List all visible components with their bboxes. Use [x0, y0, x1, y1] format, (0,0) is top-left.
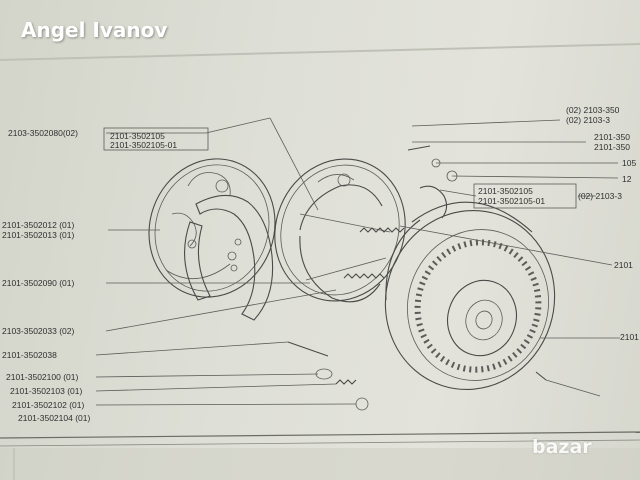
label: 2101-3502090 (01) — [2, 278, 74, 288]
label: 2101-3502105 — [478, 186, 533, 196]
left-backing-plate — [148, 158, 276, 298]
watermark-text: Angel Ivanov — [21, 18, 168, 42]
label: 2101-3502012 (01) — [2, 220, 74, 230]
label: (02) 2103-3 — [566, 115, 610, 125]
page-edge — [0, 43, 640, 61]
front-backing-plate — [274, 158, 406, 303]
label: 2101-350 — [594, 132, 630, 142]
bracket-box-right — [473, 183, 577, 209]
bottom-table-edge — [0, 431, 640, 480]
label: 2101-3502038 — [2, 350, 57, 360]
label: 2101 — [620, 332, 639, 342]
label: 2101-3502103 (01) — [10, 386, 82, 396]
label: 2101-3502105-01 — [478, 196, 545, 206]
label: 2101-350 — [594, 142, 630, 152]
label: 2101-3502105-01 — [110, 140, 177, 150]
return-springs — [343, 227, 405, 279]
label: 2101-3502102 (01) — [12, 400, 84, 410]
leader-lines — [95, 117, 620, 406]
label: 2101 — [614, 260, 633, 270]
left-brake-shoe — [184, 194, 274, 321]
small-parts — [287, 145, 547, 411]
brake-drum — [384, 201, 556, 390]
label: 2101-3502104 (01) — [18, 413, 90, 423]
label: 2101-3502100 (01) — [6, 372, 78, 382]
label: 12 — [622, 174, 632, 184]
label: 2101-3502105 — [110, 131, 165, 141]
label: 105 — [622, 158, 636, 168]
label: 2103-3502033 (02) — [2, 326, 74, 336]
bracket-box-left — [103, 127, 209, 151]
label: (02) 2103-350 — [566, 105, 620, 115]
label: 2103-3502080(02) — [8, 128, 78, 138]
label: (02) 2103-3 — [578, 191, 622, 201]
label: 2101-3502013 (01) — [2, 230, 74, 240]
site-logo: bazar — [532, 436, 592, 458]
